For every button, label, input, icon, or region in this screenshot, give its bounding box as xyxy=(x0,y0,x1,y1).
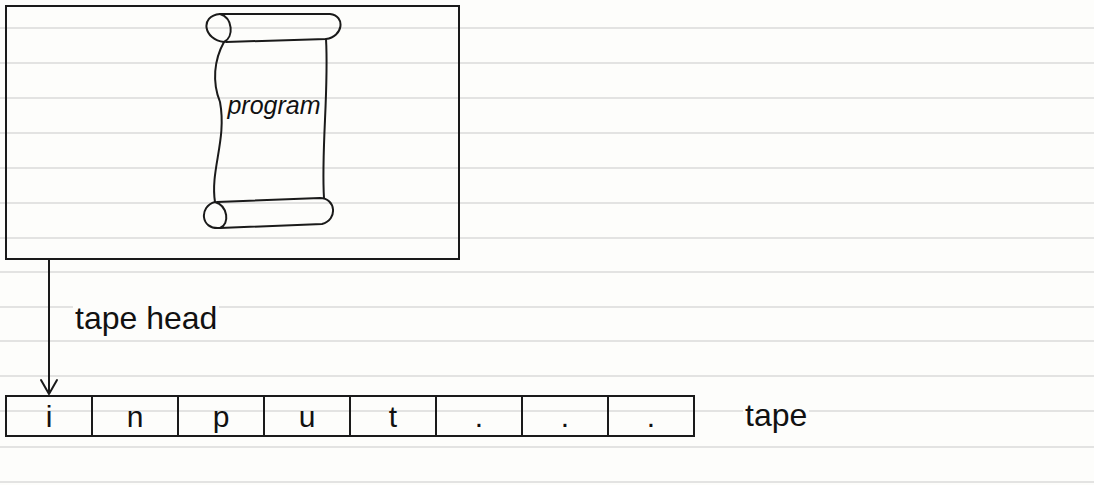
edge-label: tape head xyxy=(73,301,219,336)
tape-cell: p xyxy=(177,395,265,437)
ruled-lines xyxy=(0,28,1094,482)
tape-symbol: . xyxy=(475,400,483,433)
tape-head-arrow xyxy=(41,260,57,394)
tape-cell: u xyxy=(263,395,351,437)
scroll-bottom-roll xyxy=(204,198,333,228)
tape-symbol: i xyxy=(46,400,53,433)
scroll-top-curl xyxy=(220,14,231,42)
tape-cell: . xyxy=(607,395,695,437)
tape-cell: t xyxy=(349,395,437,437)
tape-cell: . xyxy=(521,395,609,437)
arrow-head xyxy=(41,380,57,394)
scroll-bottom-curl xyxy=(215,202,226,228)
tape-symbol: t xyxy=(389,400,397,433)
tape-symbol: p xyxy=(213,400,230,433)
tape-cell: n xyxy=(91,395,179,437)
tape-symbol: . xyxy=(561,400,569,433)
machine-box: program xyxy=(5,5,460,260)
tape-cell: i xyxy=(5,395,93,437)
tape-label: tape xyxy=(743,398,809,433)
tape-cell: . xyxy=(435,395,523,437)
arrow-shaft xyxy=(48,260,50,394)
scroll-right-edge xyxy=(323,39,326,198)
tape-symbol: n xyxy=(127,400,144,433)
scroll-left-edge xyxy=(214,42,224,202)
tape-symbol: . xyxy=(647,400,655,433)
program-label: program xyxy=(227,92,320,120)
scroll-top-roll xyxy=(206,14,340,42)
tape-symbol: u xyxy=(299,400,316,433)
